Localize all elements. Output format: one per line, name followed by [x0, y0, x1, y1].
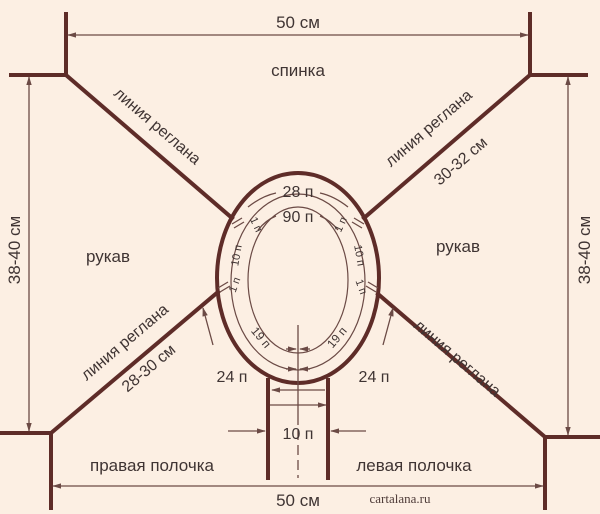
front-right-edge: [543, 435, 600, 510]
left-24-pointer: [202, 307, 214, 346]
neck-left-10: 10 п: [229, 244, 245, 267]
left-sleeve-label: рукав: [436, 237, 480, 256]
raglan-line-bottom-left: [48, 289, 221, 436]
labels: 50 см спинка рукав рукав правая полочка …: [5, 13, 594, 510]
leader-90-left: [257, 215, 277, 231]
watermark: cartalana.ru: [370, 491, 431, 506]
neck-outer-top-count: 28 п: [283, 184, 314, 201]
back-left-edge: [9, 12, 68, 77]
leader-28-right: [319, 192, 349, 208]
raglan-bottom-right-label: линия реглана: [410, 317, 503, 401]
right-24-count: 24 п: [359, 369, 390, 386]
raglan-line-bottom-right: [375, 291, 548, 440]
raglan-top-right-length: 30-32 см: [431, 134, 491, 189]
right-sleeve-label: рукав: [86, 247, 130, 266]
right-front-label: правая полочка: [90, 456, 214, 475]
left-front-label: левая полочка: [356, 456, 472, 475]
tick-bottom-left-2: [219, 285, 231, 293]
tick-top-left: [231, 217, 243, 225]
raglan-line-top-right: [361, 72, 533, 221]
tick-top-right: [353, 217, 365, 225]
left-24-count: 24 п: [217, 369, 248, 386]
leader-28-left: [247, 192, 277, 208]
neck-inner-top-count: 90 п: [283, 209, 314, 226]
neck-right-19: 19 п: [324, 324, 350, 351]
tick-top-left-2: [233, 221, 245, 229]
neck-right-10: 10 п: [351, 244, 367, 267]
neck-right-1-top: 1 п: [333, 215, 350, 234]
tick-top-right-2: [351, 221, 363, 229]
right-height-label: 38-40 см: [575, 216, 594, 284]
left-height-label: 38-40 см: [5, 216, 24, 284]
front-left-edge: [0, 431, 53, 510]
back-right-edge: [528, 12, 588, 77]
tick-bottom-left: [217, 281, 229, 289]
dimension-lines: [26, 32, 571, 489]
raglan-line-top-left: [63, 72, 235, 221]
neck-left-1-bottom: 1 п: [227, 276, 243, 294]
tick-bottom-right-2: [365, 285, 377, 293]
bottom-width-label: 50 см: [276, 491, 320, 510]
placket-count: 10 п: [283, 426, 314, 443]
tick-bottom-right: [367, 281, 379, 289]
top-width-label: 50 см: [276, 13, 320, 32]
garment-outline: [0, 12, 600, 510]
back-label: спинка: [271, 61, 325, 80]
leader-90-right: [319, 215, 339, 231]
neck-right-1-bottom: 1 п: [353, 278, 369, 296]
right-24-pointer: [382, 307, 394, 346]
neck-left-1-top: 1 п: [247, 215, 264, 234]
